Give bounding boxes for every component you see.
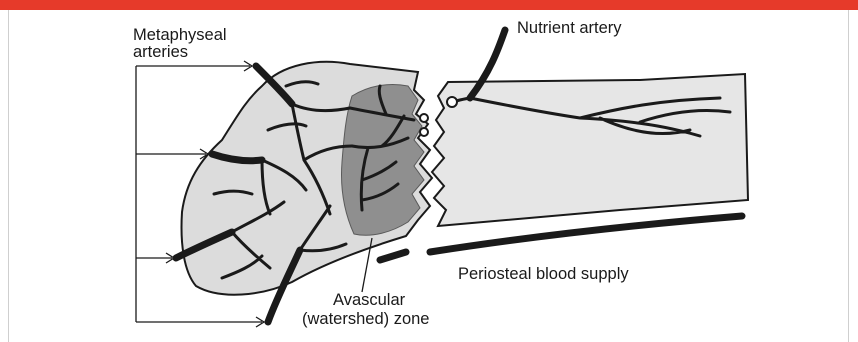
metaphyseal-arrow-3 [136,253,174,263]
metaphyseal-arrow-2 [136,149,208,159]
periosteal-supply-label: Periosteal blood supply [458,265,629,283]
fragment-cut-end-upper [420,114,428,122]
fragment-cut-end-lower [420,128,428,136]
diaphysis-shaft [432,74,748,226]
avascular-zone-label-line2: (watershed) zone [302,310,429,328]
nutrient-artery-label: Nutrient artery [517,19,622,37]
metaphyseal-arrow-4 [136,317,264,327]
avascular-zone-label-line1: Avascular [333,291,406,309]
periosteal-vessel-fragment [380,252,406,260]
metaphyseal-arrow-1 [136,61,252,71]
metaphyseal-label-line2: arteries [133,43,188,61]
nutrient-artery-cut-end [447,97,457,107]
metaphyseal-label-line1: Metaphyseal [133,26,227,44]
